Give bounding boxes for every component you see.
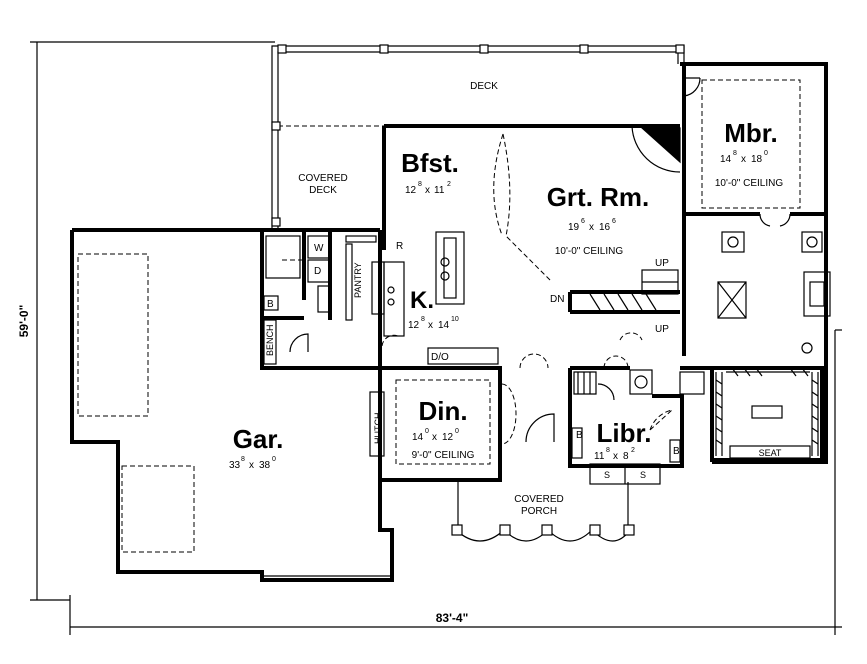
svg-text:8: 8 (623, 451, 629, 462)
dining-walls (369, 366, 517, 482)
dining-size: 14 0 x 12 0 (412, 428, 459, 443)
svg-text:0: 0 (764, 150, 768, 157)
stair-up-label-2: UP (655, 324, 669, 335)
master-closet (710, 366, 824, 462)
svg-text:19: 19 (568, 222, 580, 233)
svg-text:8: 8 (733, 150, 737, 157)
pantry-label: PANTRY (353, 262, 363, 298)
stair-up-label-1: UP (655, 258, 669, 269)
garage-walls (70, 228, 394, 582)
master-bedroom-ceiling: 10'-0" CEILING (715, 178, 783, 189)
covered-deck-label-2: DECK (309, 185, 337, 196)
svg-text:0: 0 (425, 428, 429, 435)
dining-ceiling: 9'-0" CEILING (412, 450, 475, 461)
svg-text:33: 33 (229, 460, 241, 471)
svg-text:0: 0 (272, 456, 276, 463)
refrigerator-label: R (396, 241, 403, 252)
svg-text:8: 8 (241, 456, 245, 463)
svg-text:12: 12 (442, 432, 454, 443)
svg-text:8: 8 (606, 447, 610, 454)
great-room-walls (493, 124, 681, 314)
svg-text:x: x (425, 185, 430, 196)
great-room-label: Grt. Rm. (547, 182, 650, 212)
deck-label: DECK (470, 81, 498, 92)
hutch-label: HUTCH (373, 413, 383, 445)
dimension-lines (30, 41, 842, 635)
svg-text:x: x (589, 222, 594, 233)
library-bookcase-b-left: B (576, 430, 583, 441)
svg-text:x: x (741, 154, 746, 165)
great-room-ceiling: 10'-0" CEILING (555, 246, 623, 257)
kitchen-walls (371, 124, 505, 370)
svg-text:14: 14 (438, 320, 450, 331)
svg-text:0: 0 (455, 428, 459, 435)
svg-text:2: 2 (631, 447, 635, 454)
kitchen-size: 12 8 x 14 10 (408, 316, 459, 331)
svg-text:10: 10 (451, 316, 459, 323)
garage-label: Gar. (233, 424, 284, 454)
kitchen-label: K. (410, 287, 434, 314)
svg-text:6: 6 (612, 218, 616, 225)
bench-label: BENCH (265, 324, 275, 356)
svg-text:16: 16 (599, 222, 611, 233)
breakfast-label: Bfst. (401, 148, 459, 178)
covered-porch-label-2: PORCH (521, 506, 557, 517)
svg-text:11: 11 (594, 451, 605, 462)
dishwasher-label: D/O (431, 352, 449, 363)
library-label: Libr. (597, 418, 652, 448)
svg-text:8: 8 (418, 181, 422, 188)
outer-walls-right (712, 320, 842, 464)
library-seat-s-left: S (604, 470, 610, 480)
svg-text:14: 14 (412, 432, 424, 443)
master-bedroom-size: 14 8 x 18 0 (720, 150, 768, 165)
master-bedroom-walls (680, 62, 831, 356)
library-bookcase-b-right: B (673, 446, 680, 457)
breakfast-size: 12 8 x 11 2 (405, 181, 451, 196)
library-size: 11 8 x 8 2 (594, 447, 635, 462)
svg-text:8: 8 (421, 316, 425, 323)
svg-text:38: 38 (259, 460, 271, 471)
svg-text:12: 12 (408, 320, 420, 331)
svg-text:x: x (432, 432, 437, 443)
width-dimension: 83'-4" (436, 611, 469, 625)
svg-text:x: x (249, 460, 254, 471)
garage-size: 33 8 x 38 0 (229, 456, 276, 471)
stair-down-label: DN (550, 294, 564, 305)
svg-text:12: 12 (405, 185, 417, 196)
covered-porch (451, 482, 635, 542)
svg-text:2: 2 (447, 181, 451, 188)
height-dimension: 59'-0" (17, 305, 31, 338)
seat-label: SEAT (759, 448, 782, 458)
covered-porch-label-1: COVERED (514, 494, 563, 505)
covered-deck-label-1: COVERED (298, 173, 347, 184)
svg-text:14: 14 (720, 154, 732, 165)
library-seat-s-right: S (640, 470, 646, 480)
svg-text:x: x (613, 451, 618, 462)
great-room-size: 19 6 x 16 6 (568, 218, 616, 233)
washer-label: W (314, 243, 324, 254)
dryer-label: D (314, 266, 321, 277)
mudroom-block (260, 230, 382, 370)
svg-text:18: 18 (751, 154, 763, 165)
svg-text:6: 6 (581, 218, 585, 225)
svg-text:x: x (428, 320, 433, 331)
master-bedroom-label: Mbr. (724, 118, 777, 148)
library-walls (568, 368, 684, 485)
svg-text:11: 11 (434, 185, 445, 196)
dining-label: Din. (418, 396, 467, 426)
bench-b-label: B (267, 299, 274, 310)
